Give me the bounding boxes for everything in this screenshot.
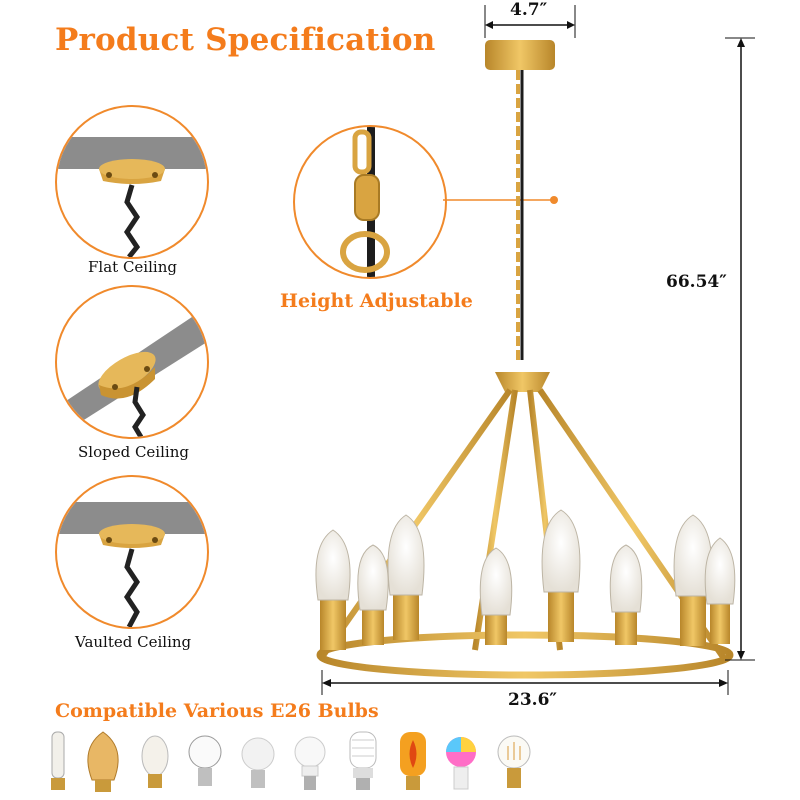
bulb-types-row	[51, 731, 531, 792]
tube-bulb-icon	[51, 731, 65, 790]
bulb-group	[315, 509, 736, 650]
sloped-ceiling-icon	[57, 307, 207, 437]
sloped-ceiling-detail	[55, 285, 209, 439]
chain-detail	[293, 125, 447, 279]
vintage-edison-bulb-icon	[87, 731, 119, 792]
flat-ceiling-icon	[57, 137, 207, 257]
chain-link-icon	[340, 127, 390, 277]
vaulted-ceiling-detail	[55, 475, 209, 629]
chandelier-illustration	[315, 5, 755, 695]
height-adjustable-label: Height Adjustable	[280, 290, 473, 312]
sloped-ceiling-label: Sloped Ceiling	[78, 443, 189, 461]
edison-bulb-icon	[141, 735, 169, 788]
compatible-bulbs-label: Compatible Various E26 Bulbs	[55, 700, 379, 722]
canopy-width-label: 4.7″	[510, 0, 548, 20]
flat-ceiling-detail	[55, 105, 209, 259]
clear-incandescent-bulb-icon	[188, 735, 222, 786]
cfl-spiral-bulb-icon	[349, 731, 377, 790]
page-title: Product Specification	[55, 22, 436, 58]
diameter-label: 23.6″	[508, 690, 557, 710]
led-bulb-icon	[294, 736, 326, 790]
height-label: 66.54″	[666, 272, 727, 292]
vaulted-ceiling-icon	[57, 502, 207, 627]
flat-ceiling-label: Flat Ceiling	[88, 258, 177, 276]
filament-globe-bulb-icon	[497, 735, 531, 788]
flame-bulb-icon	[400, 732, 426, 790]
vaulted-ceiling-label: Vaulted Ceiling	[75, 633, 192, 651]
frosted-a19-bulb-icon	[241, 737, 275, 788]
callout-line	[443, 196, 558, 204]
color-led-bulb-icon	[446, 737, 476, 790]
